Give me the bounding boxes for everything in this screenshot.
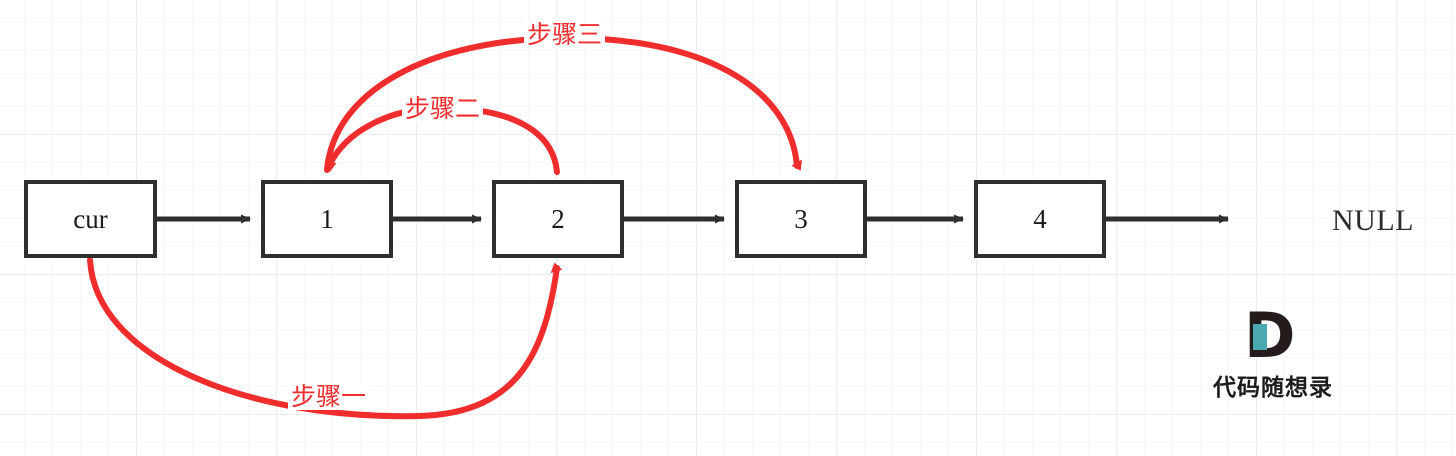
node-2-label: 2 <box>551 203 565 234</box>
watermark-logo-letter: D <box>1244 299 1296 372</box>
node-1: 1 <box>261 180 393 258</box>
watermark: D 代码随想录 <box>1198 299 1348 402</box>
watermark-logo-accent <box>1253 324 1267 350</box>
null-terminator: NULL <box>1332 204 1414 237</box>
watermark-logo-icon: D <box>1244 299 1302 372</box>
node-1-label: 1 <box>320 203 334 234</box>
node-cur-label: cur <box>73 203 108 234</box>
node-3-label: 3 <box>794 203 808 234</box>
step-three-arrow <box>324 34 802 173</box>
node-4-label: 4 <box>1033 203 1047 234</box>
step-one-arrow <box>87 257 563 420</box>
node-3: 3 <box>735 180 867 258</box>
step-one-label: 步骤一 <box>288 383 370 411</box>
node-cur: cur <box>24 180 157 258</box>
watermark-text: 代码随想录 <box>1213 375 1333 401</box>
step-two-label: 步骤二 <box>402 95 484 123</box>
step-three-label: 步骤三 <box>524 21 606 49</box>
node-4: 4 <box>974 180 1106 258</box>
node-2: 2 <box>492 180 624 258</box>
